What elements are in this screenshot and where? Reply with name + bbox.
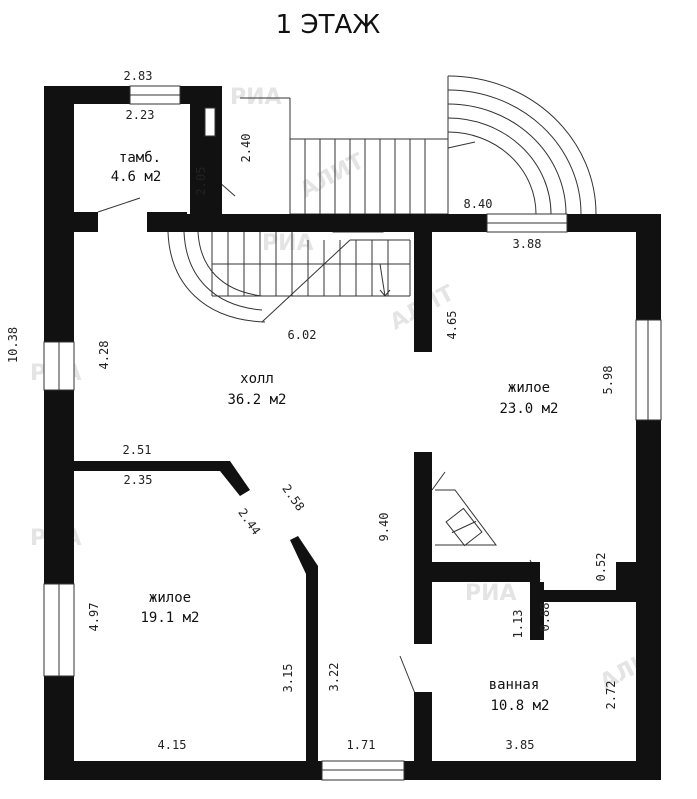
dimension-label: 1.71 — [347, 738, 376, 752]
dimension-label: 4.15 — [158, 738, 187, 752]
dimension-label: 3.22 — [327, 663, 341, 692]
dimension-label: 2.58 — [279, 482, 307, 514]
room-area: 23.0 м2 — [499, 401, 558, 417]
room-area: 4.6 м2 — [111, 169, 162, 185]
dimension-label: 2.40 — [239, 134, 253, 163]
dimension-label: 8.40 — [464, 197, 493, 211]
dimension-label: 9.40 — [377, 513, 391, 542]
room-name: ванная — [489, 677, 540, 693]
dimension-label: 2.05 — [194, 167, 208, 196]
niche — [435, 489, 497, 547]
room-labels: тамб. 4.6 м2 холл 36.2 м2 жилое 23.0 м2 … — [111, 150, 559, 714]
room-name: холл — [240, 371, 274, 387]
room-area: 19.1 м2 — [140, 610, 199, 626]
dimension-label: 2.83 — [124, 69, 153, 83]
dimension-label: 2.51 — [123, 443, 152, 457]
walls — [44, 86, 661, 780]
watermark-text: РИА — [262, 231, 314, 256]
door-swing — [431, 471, 446, 491]
dimension-label: 1.13 — [511, 610, 525, 639]
entrance-steps — [240, 97, 449, 215]
watermarks: РИА АЛИТ РИА АЛИТ РИА РИА РИА АЛИТ РИА — [30, 85, 668, 786]
room-area: 10.8 м2 — [490, 698, 549, 714]
dimension-label: 5.98 — [601, 366, 615, 395]
dimension-label: 10.38 — [6, 327, 20, 363]
dimension-label: 4.28 — [97, 341, 111, 370]
dimension-label: 3.85 — [506, 738, 535, 752]
door-swing — [399, 655, 417, 697]
plan-title: 1 ЭТАЖ — [276, 10, 381, 40]
dimension-label: 3.15 — [281, 664, 295, 693]
dimension-label: 2.23 — [126, 108, 155, 122]
interior-stairs — [167, 231, 411, 323]
dimension-label: 4.97 — [87, 603, 101, 632]
dimension-label: 4.65 — [445, 311, 459, 340]
dimension-label: 6.02 — [288, 328, 317, 342]
dimension-label: 3.88 — [513, 237, 542, 251]
dimension-label: 0.88 — [538, 603, 552, 632]
dimension-label: 2.72 — [604, 681, 618, 710]
door-swing — [97, 197, 141, 213]
windows — [43, 85, 662, 781]
watermark-text: АЛИТ — [296, 149, 368, 203]
room-name: жилое — [149, 590, 191, 606]
dimension-label: 0.52 — [594, 553, 608, 582]
room-name: тамб. — [119, 150, 161, 166]
watermark-text: РИА — [465, 581, 517, 606]
porch-steps — [447, 75, 597, 215]
dimension-label: 2.35 — [124, 473, 153, 487]
dimension-label: 2.44 — [235, 506, 263, 538]
room-area: 36.2 м2 — [227, 392, 286, 408]
room-name: жилое — [508, 380, 550, 396]
